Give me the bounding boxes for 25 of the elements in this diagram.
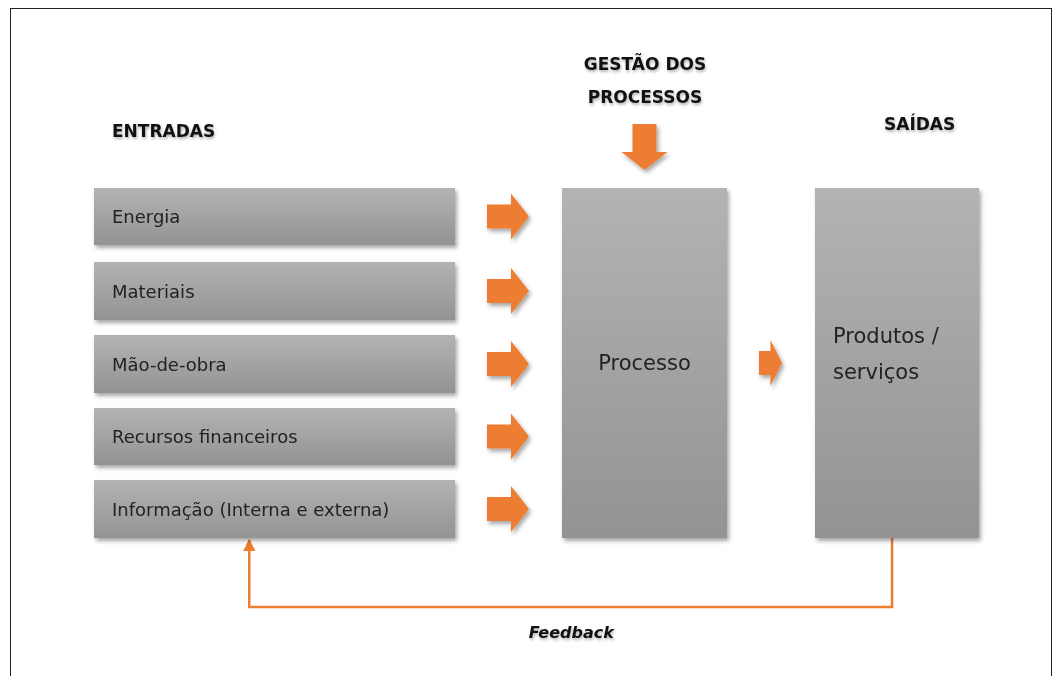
block-arrow xyxy=(487,268,529,314)
box-text: Produtos / serviços xyxy=(833,323,940,386)
block-arrow xyxy=(487,193,529,240)
box-text: Materiais xyxy=(112,280,196,302)
process-box xyxy=(94,262,455,320)
process-box xyxy=(94,188,455,245)
block-arrow xyxy=(487,341,529,387)
box-text: Processo xyxy=(598,350,691,377)
block-arrow xyxy=(487,413,529,460)
block-arrow xyxy=(621,124,668,170)
process-box xyxy=(94,480,455,538)
box-text: Mão-de-obra xyxy=(112,353,228,375)
process-box xyxy=(562,188,727,538)
process-box xyxy=(94,408,455,465)
block-arrow xyxy=(759,340,782,386)
block-arrow xyxy=(487,486,529,532)
column-heading: ENTRADAS xyxy=(112,121,216,141)
feedback-arrow xyxy=(243,538,894,609)
heading-text: GESTÃO DOS PROCESSOS xyxy=(582,52,708,109)
box-text: Recursos financeiros xyxy=(112,426,299,447)
process-box xyxy=(94,335,455,393)
column-heading: SAÍDAS xyxy=(884,114,956,134)
box-text: Informação (Interna e externa) xyxy=(112,498,391,520)
process-box xyxy=(815,188,979,538)
box-text: Energia xyxy=(112,206,182,227)
